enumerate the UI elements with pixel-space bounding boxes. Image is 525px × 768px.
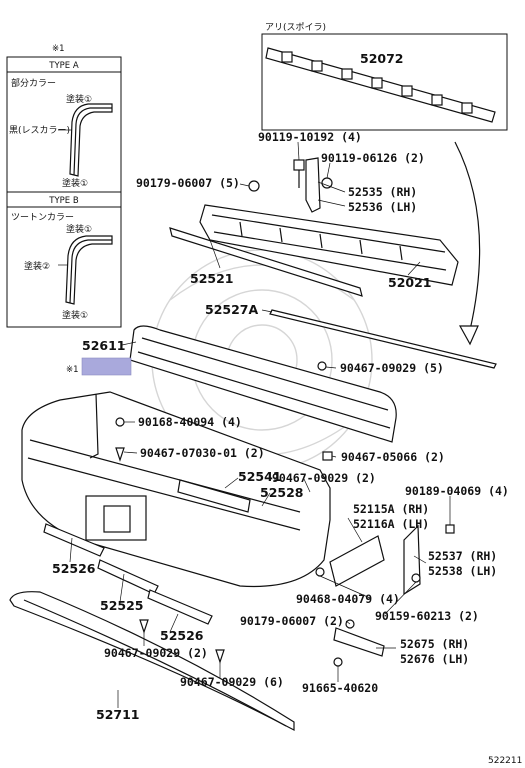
install-arrow	[454, 141, 481, 331]
part-52021: 52021	[388, 275, 432, 290]
part-90179-06007-b: 90179-06007 (2)	[240, 614, 344, 628]
part-90168-40094: 90168-40094 (4)	[138, 415, 242, 429]
spoiler-inset: アリ(スポイラ) 52072	[261, 22, 508, 131]
part-52526-b: 52526	[160, 628, 204, 643]
part-52526-a: 52526	[52, 561, 96, 576]
reinforcement-52021	[199, 204, 459, 286]
part-52541: 52541	[238, 469, 282, 484]
type-highlight-box	[81, 357, 132, 376]
strip-52526a	[43, 523, 105, 557]
part-90467-09029-2a: 90467-09029 (2)	[272, 471, 376, 485]
type-a-callout-1: 塗装①	[66, 93, 92, 105]
note-ref-1: ※1	[66, 365, 79, 375]
part-52611: 52611	[82, 338, 126, 353]
strip-52527A	[269, 309, 497, 369]
part-52537: 52537 (RH)	[428, 549, 497, 563]
bracket-52535	[305, 157, 321, 213]
type-a-callout-2: 黒(レスカラー)	[9, 125, 70, 136]
retainer-52537	[403, 524, 421, 596]
part-90119-10192: 90119-10192 (4)	[258, 130, 362, 144]
type-a-subtitle: 部分カラー	[11, 77, 56, 89]
type-b-subtitle: ツートンカラー	[11, 212, 74, 223]
type-a-callout-3: 塗装①	[62, 177, 88, 189]
part-90467-05066: 90467-05066 (2)	[341, 450, 445, 464]
part-90467-09029-6: 90467-09029 (6)	[180, 675, 284, 689]
part-52115A: 52115A (RH)	[353, 502, 429, 516]
part-52676: 52676 (LH)	[400, 652, 469, 666]
retainer-52115A	[329, 535, 385, 587]
type-b-callout-2: 塗装②	[24, 260, 50, 272]
inset-note-ref: ※1	[52, 44, 65, 54]
arrow-head	[458, 325, 479, 346]
lip-52711	[9, 591, 295, 731]
part-90467-09029-2b: 90467-09029 (2)	[104, 646, 208, 660]
part-52527A: 52527A	[205, 302, 258, 317]
part-90468-04079: 90468-04079 (4)	[296, 592, 400, 606]
part-90467-07030: 90467-07030-01 (2)	[140, 446, 265, 460]
part-52521: 52521	[190, 271, 234, 286]
type-b-callout-1: 塗装①	[66, 223, 92, 235]
bumper-body	[21, 391, 331, 588]
spoiler-label: アリ(スポイラ)	[265, 22, 326, 33]
part-52535: 52535 (RH)	[348, 185, 417, 199]
part-90119-06126: 90119-06126 (2)	[321, 151, 425, 165]
part-52675: 52675 (RH)	[400, 637, 469, 651]
part-90159-60213: 90159-60213 (2)	[375, 609, 479, 623]
part-90179-06007-a: 90179-06007 (5)	[136, 176, 240, 190]
diagram-id: 522211	[488, 756, 522, 766]
spoiler-clips	[281, 51, 473, 114]
leader-lines	[69, 141, 451, 708]
part-52536: 52536 (LH)	[348, 200, 417, 214]
part-labels: 90119-10192 (4) 90119-06126 (2) 90179-06…	[52, 130, 522, 766]
part-52538: 52538 (LH)	[428, 564, 497, 578]
type-inset: ※1 TYPE A 部分カラー TYPE B ツートンカラー 塗装① 黒(レスカ…	[6, 44, 122, 328]
type-b-title: TYPE B	[48, 196, 79, 206]
part-90189-04069: 90189-04069 (4)	[405, 484, 509, 498]
part-52072: 52072	[360, 51, 404, 66]
strip-52525	[97, 559, 159, 595]
part-52116A: 52116A (LH)	[353, 517, 429, 531]
bracket-52675	[333, 627, 385, 657]
strip-52521	[169, 227, 363, 297]
part-52525: 52525	[100, 598, 144, 613]
strip-52526b	[147, 589, 213, 625]
part-52711: 52711	[96, 707, 140, 722]
type-b-callout-3: 塗装①	[62, 309, 88, 321]
part-90467-09029-5: 90467-09029 (5)	[340, 361, 444, 375]
fasteners	[115, 361, 455, 667]
part-91665-40620: 91665-40620	[302, 681, 378, 695]
fastener-bolts-top	[248, 159, 333, 192]
type-a-title: TYPE A	[48, 61, 79, 71]
part-52528: 52528	[260, 485, 304, 500]
cover-52611	[129, 325, 397, 443]
